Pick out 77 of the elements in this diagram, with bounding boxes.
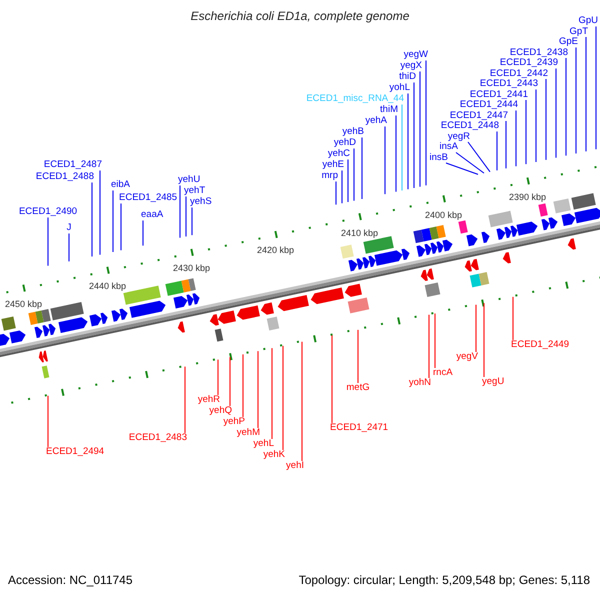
gene-label: yehI (286, 461, 304, 472)
gene-label: mrp (322, 171, 338, 182)
gene-label: ECED1_2483 (128, 433, 187, 444)
gene-label: ECED1_2494 (46, 447, 104, 458)
gene-label: ECED1_2441 (470, 90, 528, 100)
map-title: Escherichia coli ED1a, complete genome (190, 9, 410, 23)
gene-label: ECED1_2438 (510, 48, 568, 58)
leader-line (112, 190, 114, 252)
gene-label: yehU (178, 175, 200, 186)
gene-label: yehD (334, 138, 356, 148)
gene-label: insB (430, 152, 448, 163)
gene-label: ECED1_2442 (490, 68, 548, 79)
scale-label: 2400 kbp (425, 210, 462, 220)
gene-label: yegR (448, 132, 470, 142)
leader-line (512, 296, 514, 340)
gene-label: yehK (263, 450, 285, 460)
gene-label: thiM (380, 105, 398, 116)
scale-label: 2450 kbp (5, 300, 42, 309)
gene-label: yehS (190, 197, 212, 208)
gene-label: rncA (433, 368, 453, 378)
gene-label: ECED1_2443 (480, 79, 538, 90)
gene-label: yehQ (209, 406, 232, 416)
gene-label: yehE (322, 160, 344, 170)
gene-label: yehP (223, 417, 245, 428)
gene-label: ECED1_2444 (460, 100, 518, 110)
scale-label: 2410 kbp (341, 228, 378, 238)
gene-label: yohL (389, 83, 410, 94)
gene-label: metG (346, 383, 370, 394)
leader-line (68, 233, 70, 262)
leader-line (120, 203, 122, 251)
leader-line (384, 126, 386, 195)
gene-label: yehA (365, 116, 387, 126)
gene-label: eaaA (141, 210, 164, 220)
leader-line (428, 314, 430, 378)
gene-label: GpU (578, 16, 598, 26)
gene-label: yehB (342, 127, 364, 138)
gene-label: eibA (111, 180, 130, 190)
gene-label: GpE (558, 37, 578, 48)
accession-text: Accession: NC_011745 (8, 573, 133, 587)
leader-line (468, 142, 490, 172)
gene-label: ECED1_2490 (18, 207, 78, 218)
leader-line (184, 366, 186, 434)
gene-label: GpT (570, 26, 588, 37)
gene-label: yehR (198, 395, 220, 406)
gene-label: yehL (253, 439, 274, 450)
genome-summary-text: Topology: circular; Length: 5,209,548 bp; Genes: 5,118 (298, 573, 590, 587)
leader-line (456, 152, 484, 174)
leader-line (434, 313, 436, 368)
leader-line (242, 354, 244, 418)
gene-label: ECED1_misc_RNA_44 (306, 94, 404, 104)
gene-label: yehT (184, 186, 206, 196)
gene-label: ECED1_2449 (511, 340, 570, 350)
leader-line (282, 345, 284, 450)
gene-label: yegW (404, 50, 428, 60)
leader-line (446, 162, 478, 175)
gene-label: yegU (482, 377, 504, 388)
gene-label: yegX (400, 61, 422, 72)
gene-label: ECED1_2448 (440, 121, 499, 132)
gene-label: yehM (236, 428, 260, 438)
scale-label: 2390 kbp (509, 192, 546, 202)
scale-label: 2420 kbp (257, 246, 294, 256)
scale-label: 2440 kbp (89, 282, 126, 292)
gene-label: ECED1_2439 (500, 58, 558, 68)
gene-label: thiD (399, 72, 416, 82)
gene-label: ECED1_2447 (450, 110, 508, 121)
scale-label: 2430 kbp (173, 264, 210, 274)
gene-label: ECED1_2471 (330, 423, 388, 434)
gene-label: ECED1_2487 (44, 160, 102, 170)
leader-line (142, 220, 144, 246)
gene-label: yehC (328, 149, 350, 160)
gene-label: insA (440, 142, 458, 152)
gene-label: yegV (456, 352, 478, 362)
gene-label: yohN (408, 378, 431, 388)
leader-line (496, 131, 498, 171)
gene-label: J (66, 223, 72, 234)
gene-label: ECED1_2488 (36, 172, 94, 182)
gene-label: ECED1_2485 (119, 193, 178, 204)
